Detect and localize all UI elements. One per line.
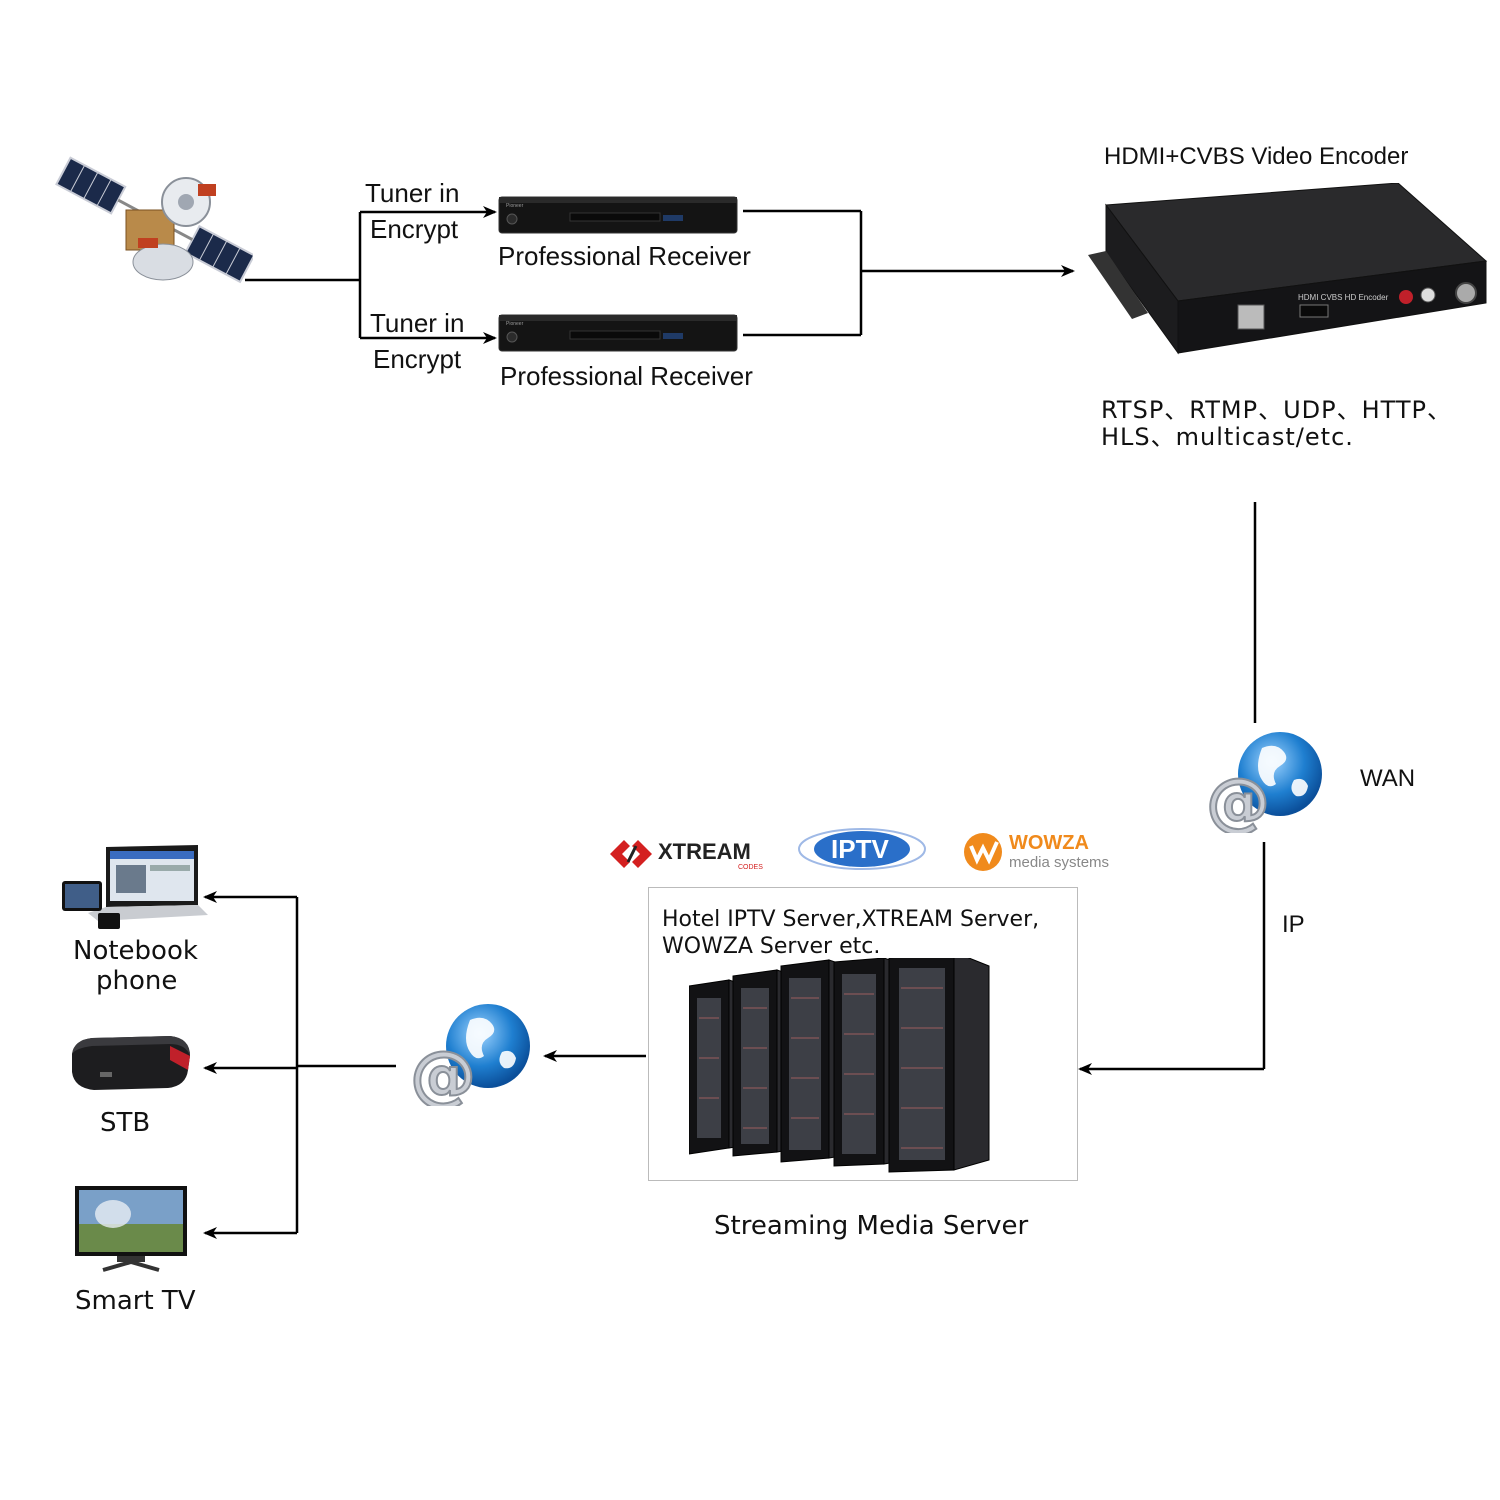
svg-text:HDMI CVBS HD Encoder: HDMI CVBS HD Encoder <box>1298 293 1389 302</box>
protocols-line2: HLS、multicast/etc. <box>1101 423 1354 451</box>
receiver-bottom-label: Professional Receiver <box>500 361 753 391</box>
iptv-logo: IPTV <box>797 827 927 871</box>
notebook-label-line2: phone <box>96 966 178 996</box>
receiver-device-bottom: Pioneer <box>498 314 738 352</box>
wowza-logo-subtext: media systems <box>1009 854 1110 871</box>
xtream-codes-logo: XTREAM CODES <box>606 832 771 874</box>
server-racks-icon <box>689 958 990 1173</box>
iptv-logo-text: IPTV <box>831 834 889 864</box>
wowza-logo-text: WOWZA <box>1009 832 1089 854</box>
smart-tv-icon <box>75 1186 187 1272</box>
stb-label: STB <box>100 1108 151 1138</box>
smart-tv-label: Smart TV <box>75 1286 196 1316</box>
receiver-top-label: Professional Receiver <box>498 241 751 271</box>
server-description-line1: Hotel IPTV Server,XTREAM Server, <box>662 907 1040 932</box>
tuner-bottom-line2: Encrypt <box>373 344 462 374</box>
svg-text:@: @ <box>410 1037 476 1106</box>
receiver-device-top: Pioneer <box>498 196 738 234</box>
ip-label: IP <box>1282 911 1305 938</box>
tuner-bottom-line1: Tuner in <box>370 308 465 338</box>
wowza-logo: WOWZA media systems <box>963 830 1110 874</box>
wan-label: WAN <box>1360 765 1416 792</box>
xtream-logo-subtext: CODES <box>738 864 763 871</box>
satellite-icon <box>55 156 253 284</box>
tuner-top-line1: Tuner in <box>365 178 460 208</box>
server-description-line2: WOWZA Server etc. <box>662 934 881 959</box>
svg-text:@: @ <box>1206 766 1270 833</box>
protocols-line1: RTSP、RTMP、UDP、HTTP、 <box>1101 396 1453 424</box>
streaming-server-caption: Streaming Media Server <box>714 1211 1029 1241</box>
svg-text:Pioneer: Pioneer <box>506 203 524 209</box>
encoder-title: HDMI+CVBS Video Encoder <box>1104 143 1409 170</box>
tuner-top-line2: Encrypt <box>370 214 459 244</box>
internet-globe-icon: @ <box>409 1004 530 1106</box>
set-top-box-icon <box>72 1036 190 1090</box>
notebook-label-line1: Notebook <box>73 936 198 966</box>
video-encoder-device-icon: HDMI CVBS HD Encoder <box>1088 183 1488 355</box>
notebook-phone-icon <box>62 845 208 929</box>
wan-globe-icon: @ <box>1205 732 1322 833</box>
xtream-logo-text: XTREAM <box>658 839 751 864</box>
streaming-server-box: Hotel IPTV Server,XTREAM Server, WOWZA S… <box>648 887 1078 1181</box>
svg-text:Pioneer: Pioneer <box>506 321 524 327</box>
